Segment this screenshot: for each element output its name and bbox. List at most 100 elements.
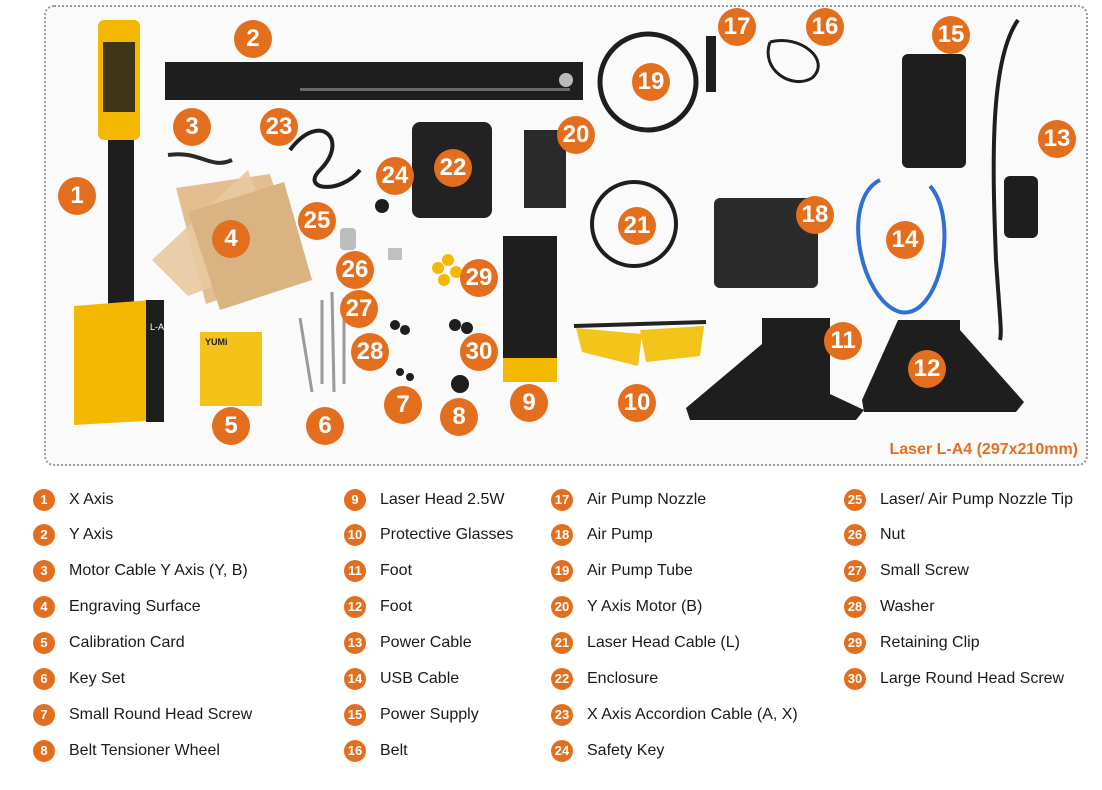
badge-17: 17 — [718, 8, 756, 46]
badge-9: 9 — [510, 384, 548, 422]
badge-26: 26 — [336, 251, 374, 289]
legend-number: 10 — [344, 524, 366, 546]
legend-item: 14 USB Cable — [344, 666, 459, 692]
legend-number: 14 — [344, 668, 366, 690]
legend-number: 28 — [844, 596, 866, 618]
legend-label: Calibration Card — [69, 634, 185, 651]
legend-number: 16 — [344, 740, 366, 762]
safety-key-part — [375, 199, 389, 213]
axis-label-text: L-A4 — [150, 322, 169, 332]
legend-number: 4 — [33, 596, 55, 618]
legend-label: Retaining Clip — [880, 634, 980, 651]
legend-label: Enclosure — [587, 670, 659, 687]
key-set-part — [298, 291, 346, 393]
legend-label: Washer — [880, 598, 935, 615]
legend-number: 7 — [33, 704, 55, 726]
legend-label: Power Supply — [380, 706, 479, 723]
legend-number: 25 — [844, 489, 866, 511]
legend-label: X Axis — [69, 491, 114, 508]
legend-label: Laser Head 2.5W — [380, 491, 505, 508]
badge-30: 30 — [460, 333, 498, 371]
badge-4: 4 — [212, 220, 250, 258]
legend-label: Foot — [380, 562, 413, 579]
legend-item: 28 Washer — [844, 594, 935, 620]
legend-number: 29 — [844, 632, 866, 654]
power-cable-part — [991, 18, 1038, 341]
legend-item: 4 Engraving Surface — [33, 594, 201, 620]
badge-5: 5 — [212, 407, 250, 445]
legend-number: 23 — [551, 704, 573, 726]
x-axis-part: L-A4 — [74, 20, 169, 425]
badge-25: 25 — [298, 202, 336, 240]
retaining-clips-part — [432, 254, 462, 286]
legend-label: USB Cable — [380, 670, 460, 687]
belt-part — [766, 39, 820, 84]
legend-item: 9 Laser Head 2.5W — [344, 487, 505, 513]
legend-label: Protective Glasses — [380, 526, 514, 543]
badge-13: 13 — [1038, 120, 1076, 158]
accordion-cable-part — [288, 128, 362, 189]
legend-label: Belt Tensioner Wheel — [69, 742, 220, 759]
motor-cable-part — [167, 152, 233, 165]
badge-6: 6 — [306, 407, 344, 445]
legend-label: Engraving Surface — [69, 598, 201, 615]
legend-label: Laser/ Air Pump Nozzle Tip — [880, 491, 1073, 508]
legend-number: 24 — [551, 740, 573, 762]
legend-label: Y Axis — [69, 526, 114, 543]
legend-number: 15 — [344, 704, 366, 726]
badge-11: 11 — [824, 322, 862, 360]
legend-number: 9 — [344, 489, 366, 511]
legend-label: Nut — [880, 526, 905, 543]
legend-label: Key Set — [69, 670, 126, 687]
badge-27: 27 — [340, 290, 378, 328]
badge-1: 1 — [58, 177, 96, 215]
badge-19: 19 — [632, 63, 670, 101]
legend-item: 16 Belt — [344, 738, 408, 764]
legend-number: 3 — [33, 560, 55, 582]
badge-12: 12 — [908, 350, 946, 388]
legend-label: Y Axis Motor (B) — [587, 598, 703, 615]
legend-label: Air Pump — [587, 526, 653, 543]
badge-22: 22 — [434, 149, 472, 187]
legend-label: Belt — [380, 742, 408, 759]
legend-item: 29 Retaining Clip — [844, 630, 980, 656]
badge-2: 2 — [234, 20, 272, 58]
power-supply-part — [902, 54, 966, 168]
usb-cable-part — [856, 178, 947, 315]
badge-20: 20 — [557, 116, 595, 154]
badge-29: 29 — [460, 259, 498, 297]
legend-number: 27 — [844, 560, 866, 582]
legend-label: Air Pump Tube — [587, 562, 693, 579]
air-pump-part — [714, 198, 818, 288]
legend-number: 17 — [551, 489, 573, 511]
brand-text: YUMi — [205, 337, 228, 347]
components-illustration: L-A4 YUMi — [74, 18, 1038, 425]
product-caption: Laser L-A4 (297x210mm) — [889, 441, 1078, 458]
legend-number: 30 — [844, 668, 866, 690]
badge-7: 7 — [384, 386, 422, 424]
badge-23: 23 — [260, 108, 298, 146]
badge-8: 8 — [440, 398, 478, 436]
badge-15: 15 — [932, 16, 970, 54]
legend-number: 18 — [551, 524, 573, 546]
legend-item: 15 Power Supply — [344, 702, 479, 728]
air-pump-nozzle-part — [706, 36, 716, 92]
badge-14: 14 — [886, 221, 924, 259]
legend-label: Foot — [380, 598, 413, 615]
engraving-surface-part — [152, 170, 312, 310]
badge-10: 10 — [618, 384, 656, 422]
nozzle-tip-part — [340, 228, 356, 250]
